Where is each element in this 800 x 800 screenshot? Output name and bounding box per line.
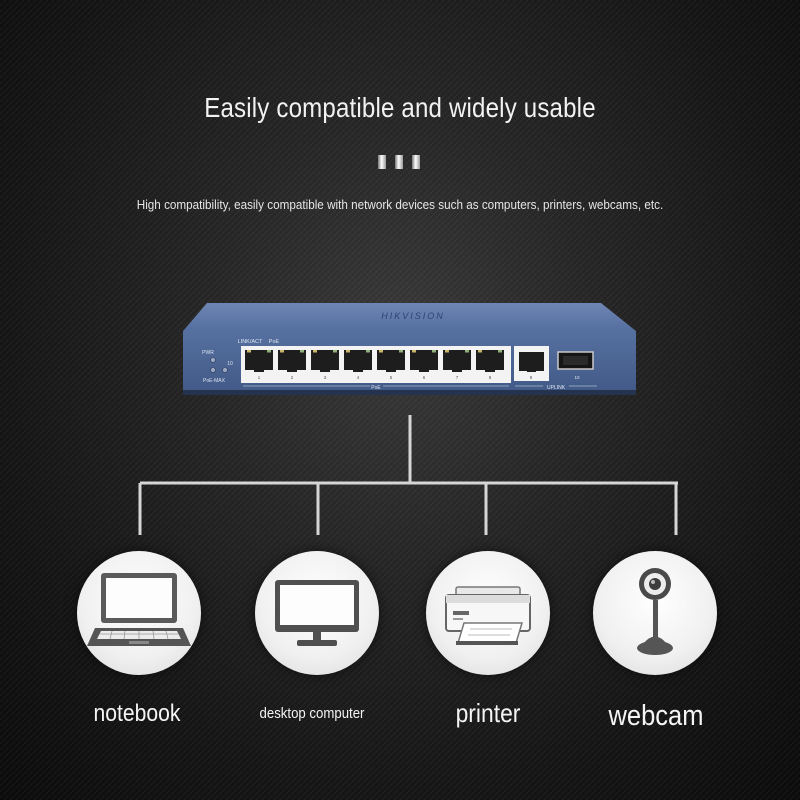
uplink-rj45-port <box>519 352 544 371</box>
network-switch: HIKVISION PWR 10 PoE-MAX LINK/ACT PoE 1 2… <box>183 303 636 395</box>
pwr-label: PWR <box>202 350 214 356</box>
poe-rj45-port: 4 <box>344 350 372 380</box>
poe-rj45-port: 3 <box>311 350 339 380</box>
webcam-label: webcam <box>608 700 704 732</box>
webcam-icon <box>637 568 673 655</box>
laptop-icon <box>87 573 191 646</box>
poe-rj45-port: 2 <box>278 350 306 380</box>
poe-port-number: 5 <box>390 375 393 380</box>
sfp-port-number: 10 <box>574 375 580 380</box>
poe-port-number: 2 <box>291 375 294 380</box>
poe-port-number: 6 <box>423 375 426 380</box>
poe-port-number: 7 <box>456 375 459 380</box>
printer-icon <box>445 586 531 645</box>
notebook-label: notebook <box>93 700 181 727</box>
page-title: Easily compatible and widely usable <box>204 92 596 123</box>
poe-port-number: 8 <box>489 375 492 380</box>
connection-lines <box>138 415 678 535</box>
uplink-port-number: 9 <box>530 375 533 380</box>
poe-header-label: PoE <box>269 339 280 345</box>
desktop-computer-device <box>255 551 379 675</box>
poe-group-label: PoE <box>371 385 381 391</box>
title-divider <box>378 155 422 169</box>
poe-port-number: 1 <box>258 375 261 380</box>
poe-rj45-port: 7 <box>443 350 471 380</box>
desktop-computer-label: desktop computer <box>259 705 365 722</box>
page-subtitle: High compatibility, easily compatible wi… <box>136 197 664 212</box>
poe-rj45-port: 6 <box>410 350 438 380</box>
poe-port-number: 3 <box>324 375 327 380</box>
poe-rj45-port: 5 <box>377 350 405 380</box>
notebook-device <box>77 551 201 675</box>
pwr-led <box>210 357 216 363</box>
poe-max-label: PoE-MAX <box>203 378 226 384</box>
poe-max-led <box>222 367 228 373</box>
poe-rj45-port: 1 <box>245 350 273 380</box>
printer-label: printer <box>455 698 521 728</box>
poe-port-number: 4 <box>357 375 360 380</box>
ten-led <box>210 367 216 373</box>
link-act-label: LINK/ACT <box>238 339 263 345</box>
desktop-monitor-icon <box>275 580 359 646</box>
switch-brand-logo: HIKVISION <box>381 311 445 321</box>
printer-device <box>426 551 550 675</box>
uplink-group-label: UPLINK <box>547 385 566 391</box>
ten-label: 10 <box>227 361 233 367</box>
switch-top-face <box>183 303 636 331</box>
webcam-device <box>593 551 717 675</box>
poe-rj45-port: 8 <box>476 350 504 380</box>
